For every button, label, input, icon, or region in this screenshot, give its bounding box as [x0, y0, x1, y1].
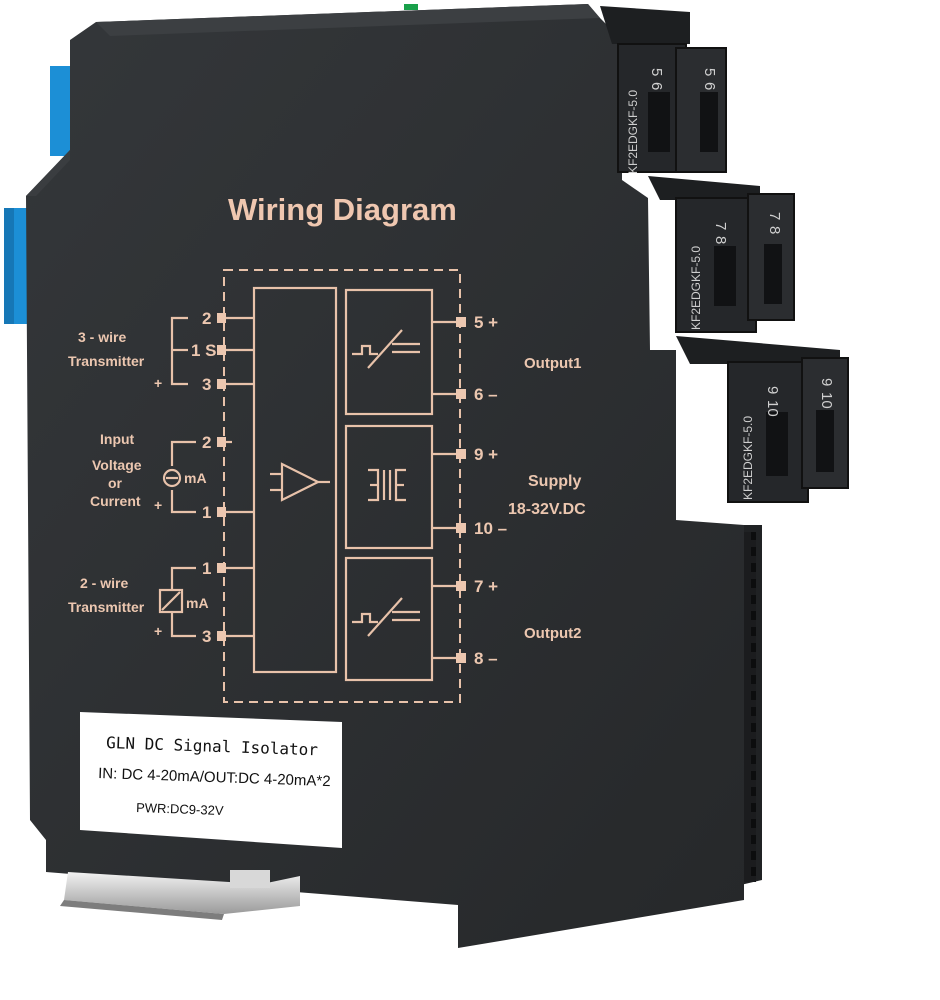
terminal-pin-label: 10: [818, 392, 835, 409]
led-indicator: [404, 4, 418, 10]
pin-label-8: 8 –: [474, 649, 498, 668]
pin-label-1s: 1 S: [191, 341, 217, 360]
terminal-block-lower: KF2EDGKF-5.0 9 10 9 10: [676, 336, 849, 503]
input-label: or: [108, 475, 123, 491]
terminal-pin-label: 5: [648, 68, 665, 76]
converter-icon: [352, 597, 420, 637]
supply-label: Supply: [528, 473, 581, 490]
terminal-block-upper: KF2EDGKF-5.0 5 6 5 6: [600, 6, 727, 174]
wiring-diagram: Wiring Diagram: [68, 192, 586, 703]
pin-label-2: 2: [202, 433, 211, 452]
supply-voltage-label: 18-32V.DC: [508, 501, 586, 518]
output1-label: Output1: [524, 355, 582, 372]
two-wire-label: 2 - wire: [80, 575, 128, 591]
supply-isolation-block: [344, 424, 434, 550]
input-label: Current: [90, 493, 141, 509]
output2-label: Output2: [524, 625, 582, 642]
right-terminals: [432, 317, 466, 663]
pin-label-6: 6 –: [474, 385, 498, 404]
pin-label-1: 1: [202, 503, 211, 522]
plus-sign: +: [154, 375, 162, 391]
pin-label-3: 3: [202, 375, 211, 394]
pin-label-2: 2: [202, 309, 211, 328]
terminal-pin-label: 9: [764, 386, 781, 394]
unit-label: mA: [186, 595, 209, 611]
pin-label-5: 5 +: [474, 313, 498, 332]
pin-label-3: 3: [202, 627, 211, 646]
output2-isolation-block: [344, 556, 434, 682]
output1-isolation-block: [344, 288, 434, 416]
three-wire-label: 3 - wire: [78, 329, 126, 345]
unit-label: mA: [184, 470, 207, 486]
terminal-block-middle: KF2EDGKF-5.0 7 8 7 8: [648, 176, 795, 333]
two-wire-transmitter: 2 - wire Transmitter mA +: [68, 566, 209, 639]
terminal-pin-label: 8: [712, 236, 729, 244]
terminal-pin-label: 6: [701, 82, 718, 90]
plus-sign: +: [154, 623, 162, 639]
plus-sign: +: [154, 497, 162, 513]
pin-label-1: 1: [202, 559, 211, 578]
left-terminals: [217, 313, 254, 641]
amplifier-block: [252, 286, 338, 674]
terminal-pin-label: 5: [701, 68, 718, 76]
terminal-pin-label: 8: [766, 226, 783, 234]
three-wire-transmitter: 3 - wire Transmitter +: [68, 316, 188, 391]
input-signal: Input Voltage or Current mA +: [90, 431, 207, 514]
diagram-border: [223, 269, 461, 703]
three-wire-label: Transmitter: [68, 353, 145, 369]
terminal-model-text: KF2EDGKF-5.0: [689, 246, 703, 330]
input-label: Voltage: [92, 457, 142, 473]
pin-label-10: 10 –: [474, 519, 507, 538]
terminal-pin-label: 7: [712, 222, 729, 230]
two-wire-label: Transmitter: [68, 599, 145, 615]
converter-icon: [352, 329, 420, 369]
input-label: Input: [100, 431, 135, 447]
terminal-model-text: KF2EDGKF-5.0: [741, 416, 755, 500]
terminal-pin-label: 7: [766, 212, 783, 220]
diagram-title: Wiring Diagram: [228, 192, 457, 227]
terminal-model-text: KF2EDGKF-5.0: [626, 90, 640, 174]
din-rail-latch: [60, 870, 300, 920]
amplifier-icon: [270, 462, 330, 502]
transformer-icon: [368, 468, 406, 502]
pin-label-7: 7 +: [474, 577, 498, 596]
terminal-pin-label: 9: [818, 378, 835, 386]
power-spec-text: PWR:DC9-32V: [136, 800, 224, 818]
terminal-pin-label: 10: [764, 400, 781, 417]
product-label: GLN DC Signal Isolator IN: DC 4-20mA/OUT…: [80, 712, 342, 848]
pin-label-9: 9 +: [474, 445, 498, 464]
terminal-pin-label: 6: [648, 82, 665, 90]
